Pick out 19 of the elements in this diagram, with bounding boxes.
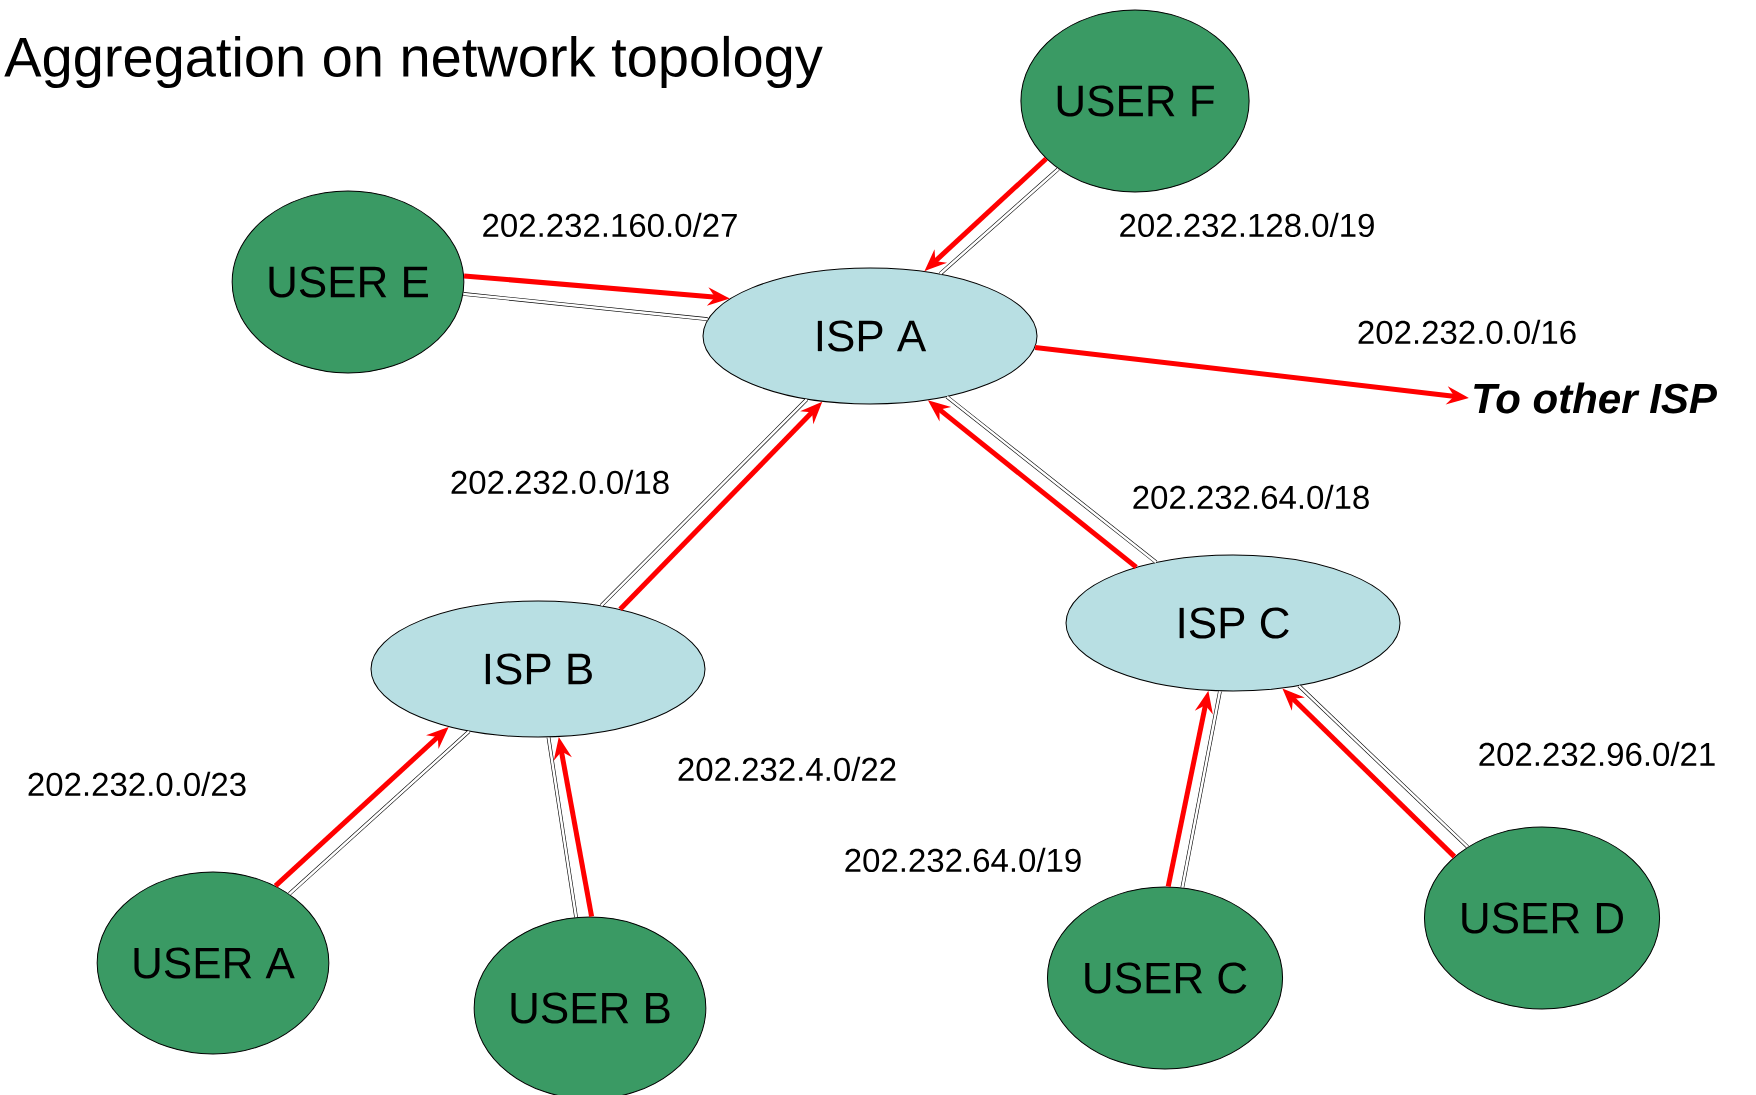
link-line [938, 167, 1060, 276]
destination-label: To other ISP [1474, 382, 1717, 414]
link-line [1180, 690, 1222, 888]
edge-label: 202.232.128.0/19 [1120, 212, 1374, 238]
edge-label: 202.232.0.0/23 [28, 771, 246, 797]
link-line [463, 292, 708, 322]
link-line [945, 395, 1158, 564]
link-line [546, 737, 578, 918]
edge-label: 202.232.64.0/19 [845, 847, 1081, 873]
edge-label: 202.232.64.0/18 [1133, 484, 1369, 510]
edge-label: 202.232.0.0/18 [451, 469, 669, 495]
link-line [288, 730, 471, 896]
link-line [599, 398, 809, 607]
link-line [1297, 684, 1469, 849]
edge-label: 202.232.0.0/16 [1358, 319, 1576, 345]
edge-label: 202.232.160.0/27 [483, 212, 737, 238]
edge-label: 202.232.96.0/21 [1479, 741, 1715, 767]
title: Aggregation on network topology [4, 35, 823, 89]
edge-label: 202.232.4.0/22 [678, 756, 896, 782]
